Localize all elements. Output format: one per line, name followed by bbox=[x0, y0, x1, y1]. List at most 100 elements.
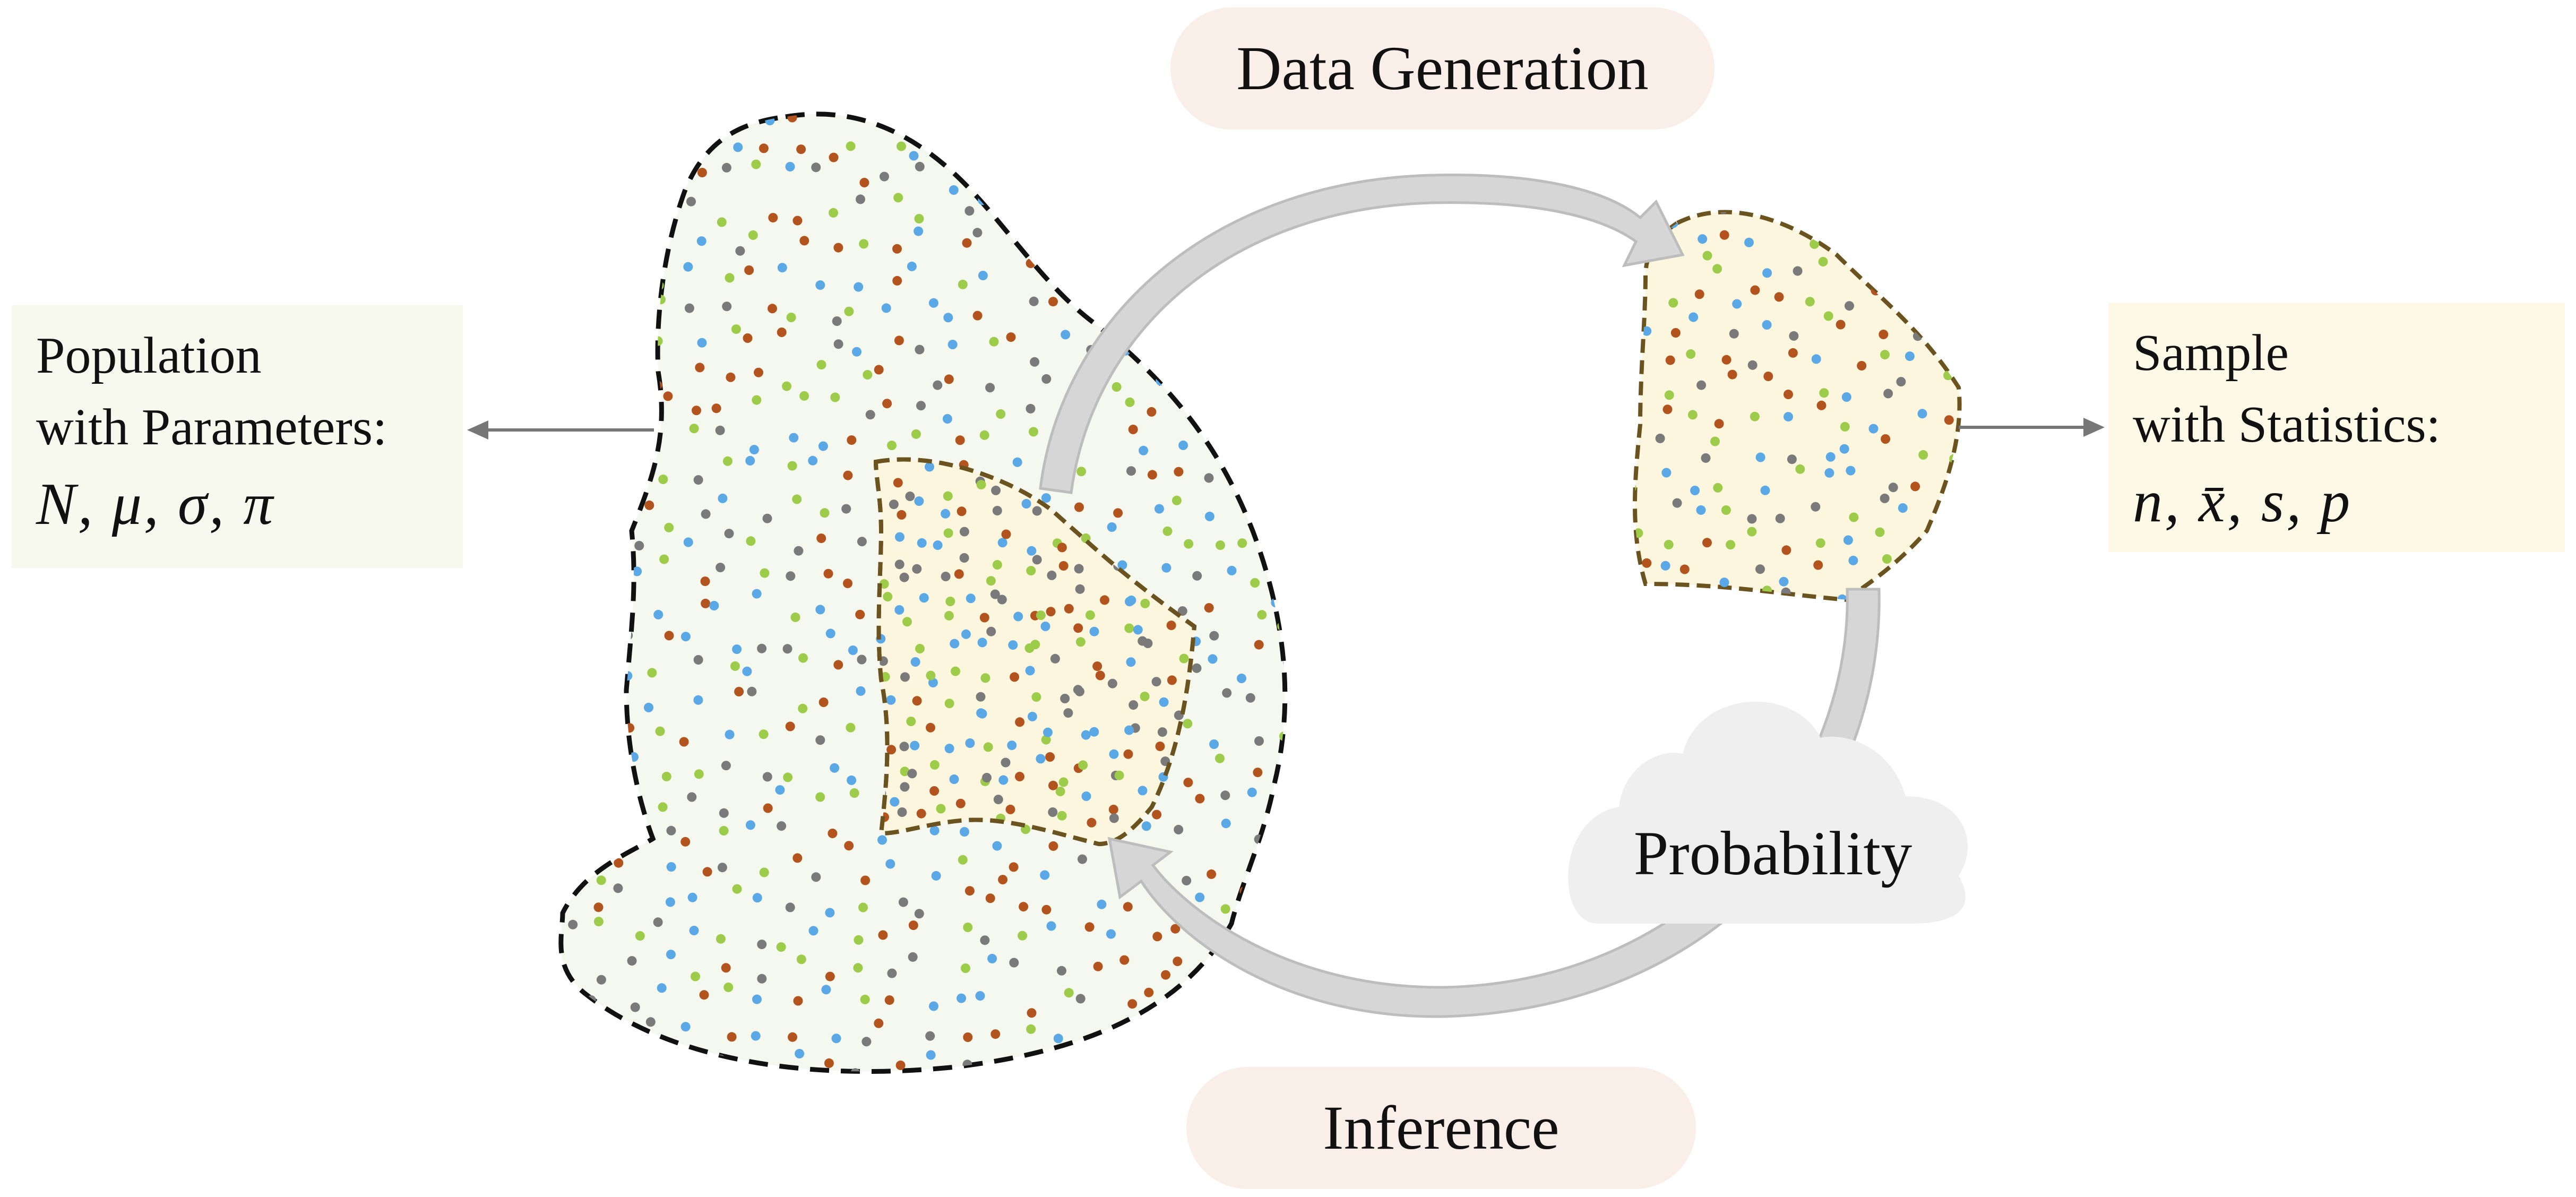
data-point-dot bbox=[1155, 504, 1164, 514]
data-point-dot bbox=[1189, 405, 1199, 415]
data-point-dot bbox=[570, 279, 580, 289]
data-point-dot bbox=[759, 867, 769, 877]
data-point-dot bbox=[694, 769, 704, 779]
data-point-dot bbox=[1868, 424, 1879, 434]
data-point-dot bbox=[550, 829, 560, 839]
data-point-dot bbox=[1084, 922, 1095, 932]
data-point-dot bbox=[757, 940, 767, 950]
data-point-dot bbox=[1254, 130, 1263, 140]
data-point-dot bbox=[1888, 483, 1898, 493]
data-point-dot bbox=[1729, 329, 1739, 339]
data-point-dot bbox=[1185, 1007, 1195, 1017]
data-point-dot bbox=[1242, 346, 1251, 356]
data-point-dot bbox=[634, 825, 644, 836]
data-point-dot bbox=[695, 363, 705, 373]
data-point-dot bbox=[612, 259, 622, 269]
data-point-dot bbox=[763, 803, 773, 813]
data-point-dot bbox=[1841, 392, 1851, 402]
data-point-dot bbox=[819, 697, 829, 707]
data-point-dot bbox=[1221, 819, 1231, 829]
data-point-dot bbox=[1048, 780, 1058, 790]
data-point-dot bbox=[989, 337, 999, 347]
data-point-dot bbox=[1293, 341, 1302, 351]
data-point-dot bbox=[721, 162, 731, 173]
data-point-dot bbox=[1245, 693, 1255, 703]
data-point-dot bbox=[1635, 340, 1641, 350]
data-point-dot bbox=[614, 858, 624, 868]
data-point-dot bbox=[963, 923, 973, 932]
data-point-dot bbox=[972, 228, 983, 238]
data-point-dot bbox=[1147, 104, 1157, 114]
data-point-dot bbox=[899, 742, 909, 752]
data-point-dot bbox=[831, 1034, 841, 1044]
population-parameters-box: Population with Parameters: N, μ, σ, π bbox=[12, 305, 463, 568]
data-point-dot bbox=[1001, 757, 1011, 768]
data-point-dot bbox=[566, 803, 576, 813]
data-point-dot bbox=[899, 572, 909, 582]
data-point-dot bbox=[1633, 185, 1642, 194]
data-point-dot bbox=[1721, 505, 1731, 515]
data-point-dot bbox=[562, 101, 572, 111]
data-point-dot bbox=[762, 772, 772, 782]
data-point-dot bbox=[1227, 565, 1237, 575]
data-point-dot bbox=[1019, 902, 1029, 912]
data-point-dot bbox=[752, 589, 762, 599]
data-point-dot bbox=[848, 645, 858, 655]
data-point-dot bbox=[808, 926, 819, 936]
data-point-dot bbox=[884, 995, 894, 1005]
data-point-dot bbox=[1113, 508, 1123, 518]
data-point-dot bbox=[1036, 610, 1046, 621]
data-point-dot bbox=[1184, 539, 1194, 549]
data-point-dot bbox=[1253, 768, 1263, 778]
data-point-dot bbox=[958, 855, 968, 865]
data-point-dot bbox=[726, 372, 736, 382]
data-point-dot bbox=[1747, 360, 1757, 370]
data-point-dot bbox=[1036, 754, 1046, 764]
data-point-dot bbox=[1942, 516, 1952, 526]
data-point-dot bbox=[634, 396, 644, 406]
data-point-dot bbox=[569, 208, 579, 218]
data-point-dot bbox=[1027, 546, 1037, 556]
data-point-dot bbox=[815, 735, 825, 745]
data-point-dot bbox=[1290, 313, 1299, 322]
data-point-dot bbox=[700, 576, 710, 587]
data-point-dot bbox=[987, 953, 997, 963]
data-point-dot bbox=[744, 265, 754, 275]
data-point-dot bbox=[759, 143, 769, 153]
data-point-dot bbox=[972, 311, 983, 321]
data-point-dot bbox=[1845, 301, 1854, 311]
data-point-dot bbox=[1825, 452, 1836, 462]
data-point-dot bbox=[955, 435, 965, 445]
data-point-dot bbox=[1918, 290, 1928, 300]
data-point-dot bbox=[596, 875, 606, 885]
data-point-dot bbox=[1215, 753, 1225, 763]
data-point-dot bbox=[975, 1070, 985, 1072]
data-point-dot bbox=[1940, 202, 1950, 211]
data-point-dot bbox=[723, 983, 734, 992]
data-point-dot bbox=[926, 670, 936, 681]
data-point-dot bbox=[1179, 375, 1189, 385]
data-point-dot bbox=[1009, 958, 1019, 968]
data-point-dot bbox=[950, 639, 960, 649]
data-point-dot bbox=[1635, 293, 1639, 303]
data-point-dot bbox=[1125, 397, 1135, 407]
data-point-dot bbox=[1027, 137, 1037, 147]
data-point-dot bbox=[689, 424, 699, 434]
data-point-dot bbox=[561, 242, 567, 252]
data-point-dot bbox=[593, 902, 604, 912]
data-point-dot bbox=[757, 974, 767, 984]
data-point-dot bbox=[561, 402, 571, 412]
data-point-dot bbox=[1026, 403, 1036, 414]
data-point-dot bbox=[1918, 450, 1928, 460]
data-point-dot bbox=[1191, 327, 1201, 337]
population-title: Population bbox=[36, 327, 262, 384]
data-point-dot bbox=[1224, 267, 1233, 277]
data-point-dot bbox=[1127, 260, 1138, 270]
data-point-dot bbox=[611, 707, 622, 717]
data-point-dot bbox=[1755, 452, 1765, 462]
data-point-dot bbox=[818, 441, 828, 451]
data-point-dot bbox=[1138, 786, 1148, 796]
data-point-dot bbox=[878, 930, 888, 940]
data-point-dot bbox=[1126, 595, 1136, 605]
data-point-dot bbox=[1008, 640, 1018, 650]
